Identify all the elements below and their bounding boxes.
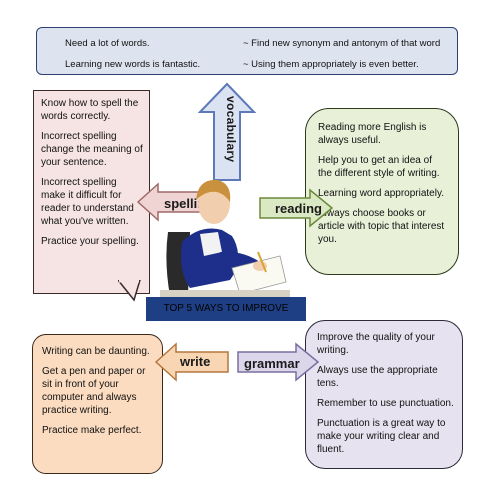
spelling-point-4: Practice your spelling. bbox=[41, 236, 139, 247]
vocabulary-line-3: ~ Find new synonym and antonym of that w… bbox=[243, 38, 441, 49]
spelling-point-1: Know how to spell the words correctly. bbox=[41, 98, 139, 122]
reading-point-1: Reading more English is always useful. bbox=[318, 122, 427, 146]
grammar-point-1: Improve the quality of your writing. bbox=[317, 332, 435, 356]
title-banner: TOP 5 WAYS TO IMPROVE bbox=[146, 297, 306, 321]
reading-arrow bbox=[259, 188, 334, 228]
vocabulary-arrow-label: vocabulary bbox=[224, 96, 238, 163]
grammar-point-4: Punctuation is a great way to make your … bbox=[317, 418, 446, 455]
reading-point-2: Help you to get an idea of the different… bbox=[318, 155, 440, 179]
reading-point-4: Always choose books or article with topi… bbox=[318, 208, 445, 245]
spelling-point-2: Incorrect spelling change the meaning of… bbox=[41, 131, 143, 168]
grammar-point-3: Remember to use punctuation. bbox=[317, 398, 454, 409]
write-box: Writing can be daunting. Get a pen and p… bbox=[32, 334, 163, 474]
reading-arrow-label: reading bbox=[275, 201, 322, 216]
spelling-box: Know how to spell the words correctly. I… bbox=[33, 90, 150, 294]
grammar-point-2: Always use the appropriate tens. bbox=[317, 365, 438, 389]
spelling-box-tail bbox=[118, 280, 141, 302]
vocabulary-arrow bbox=[198, 82, 256, 181]
grammar-box: Improve the quality of your writing. Alw… bbox=[305, 320, 463, 469]
spelling-point-3: Incorrect spelling make it difficult for… bbox=[41, 177, 134, 227]
write-point-3: Practice make perfect. bbox=[42, 425, 142, 436]
grammar-arrow bbox=[237, 342, 320, 382]
vocabulary-line-4: ~ Using them appropriately is even bette… bbox=[243, 59, 419, 70]
vocabulary-box: Need a lot of words. Learning new words … bbox=[36, 27, 458, 75]
student-writing-illustration bbox=[160, 179, 290, 298]
write-point-2: Get a pen and paper or sit in front of y… bbox=[42, 366, 146, 416]
write-point-1: Writing can be daunting. bbox=[42, 346, 150, 357]
vocabulary-line-2: Learning new words is fantastic. bbox=[65, 59, 201, 70]
reading-box: Reading more English is always useful. H… bbox=[305, 108, 459, 275]
write-arrow bbox=[154, 342, 229, 382]
vocabulary-line-1: Need a lot of words. bbox=[65, 38, 150, 49]
grammar-arrow-label: grammar bbox=[244, 356, 300, 371]
write-arrow-label: write bbox=[180, 354, 211, 369]
reading-point-3: Learning word appropriately. bbox=[318, 188, 445, 199]
